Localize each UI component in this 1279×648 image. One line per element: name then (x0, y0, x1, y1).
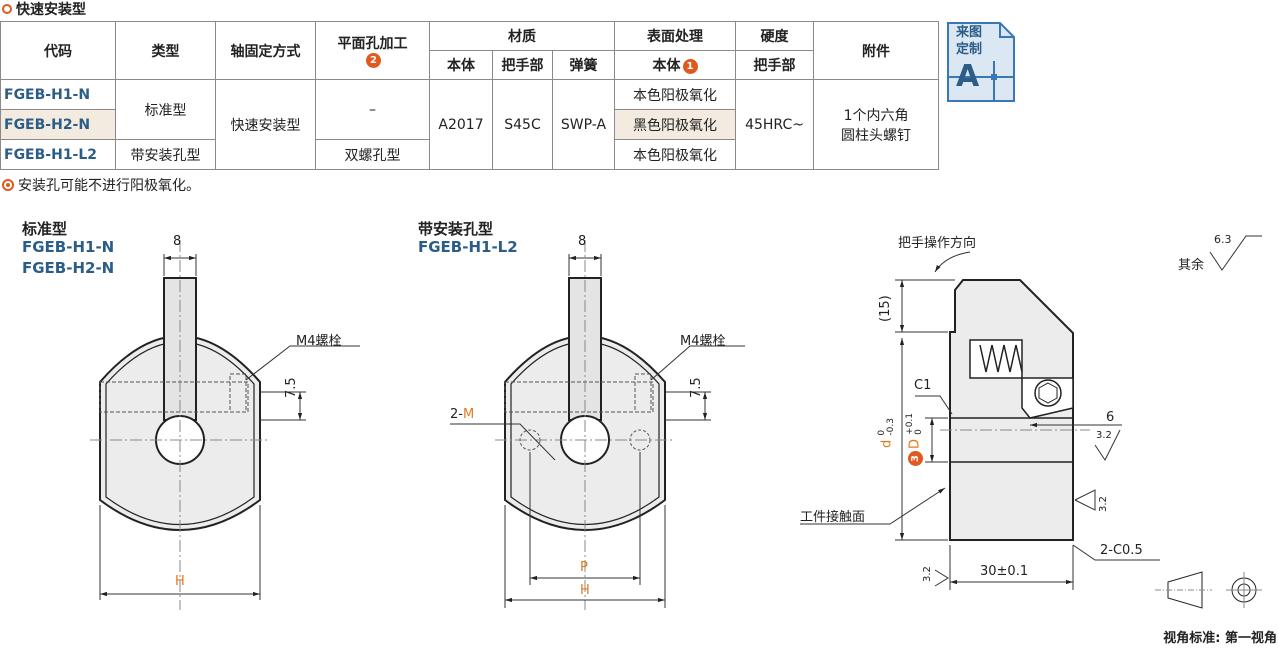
target-bullet-icon (2, 179, 14, 191)
d2-dim-75: 7.5 (689, 377, 704, 398)
d3-c1: C1 (914, 378, 932, 393)
body-material: A2017 (429, 79, 493, 170)
custom-line1: 来图 (956, 25, 983, 40)
custom-drawing-badge[interactable]: 来图 定制 A (946, 21, 1016, 103)
header-code: 代码 (0, 21, 116, 80)
badge-3: 3 (907, 451, 923, 466)
header-surface: 表面处理 (614, 21, 737, 51)
accessory-line2: 圆柱头螺钉 (841, 127, 912, 144)
header-type: 类型 (115, 21, 216, 80)
d1-bolt-label: M4螺栓 (296, 334, 342, 349)
hardness-value: 45HRC~ (735, 79, 815, 170)
handle-material: S45C (492, 79, 553, 170)
d1-dim-8: 8 (173, 234, 182, 249)
header-hardness: 硬度 (735, 21, 815, 51)
drawing2-code1: FGEB-H1-L2 (418, 238, 518, 256)
section-title-text: 快速安装型 (16, 2, 86, 18)
surface-3: 本色阳极氧化 (614, 139, 737, 170)
d2-holes-label: 2-M (450, 407, 474, 422)
drawing1-code2: FGEB-H2-N (22, 259, 115, 277)
first-angle-projection-icon (1155, 571, 1262, 609)
header-hardness-handle: 把手部 (735, 50, 815, 80)
d3-d-label: d 0-0.3 (877, 418, 896, 448)
d2-dim-P: P (580, 560, 588, 575)
d2-dim-H: H (580, 583, 590, 598)
drawing2-body (450, 240, 745, 610)
fix-method: 快速安装型 (215, 79, 316, 170)
spec-table: 代码 类型 轴固定方式 平面孔加工 2 材质 表面处理 硬度 附件 本体 把手部… (0, 21, 940, 170)
code-h1-n: FGEB-H1-N (0, 79, 116, 110)
section-title: 快速安装型 (2, 0, 86, 18)
type-mount: 带安装孔型 (115, 139, 216, 170)
roughness-symbol-icon (1209, 235, 1262, 271)
d2-holes-M: M (462, 407, 475, 422)
d3-direction: 把手操作方向 (898, 236, 977, 251)
d1-dim-H: H (175, 574, 185, 589)
d3-chamfer: 2-C0.5 (1100, 543, 1143, 558)
d3-dim-15: (15) (878, 295, 893, 322)
note: 安装孔可能不进行阳极氧化。 (2, 175, 200, 195)
ring-bullet-icon (2, 4, 12, 14)
note-text: 安装孔可能不进行阳极氧化。 (18, 178, 200, 194)
header-plane-hole-text: 平面孔加工 (337, 35, 408, 52)
custom-badge-text: 来图 定制 (956, 24, 982, 58)
code-h1-l2: FGEB-H1-L2 (0, 139, 116, 170)
header-plane-hole: 平面孔加工 2 (315, 21, 430, 80)
d3-d-letter: d (879, 439, 895, 448)
view-standard: 视角标准: 第一视角 (1163, 631, 1277, 646)
plane-double: 双螺孔型 (315, 139, 430, 170)
d2-dim-8: 8 (578, 234, 587, 249)
surface-1: 本色阳极氧化 (614, 79, 737, 110)
d2-bolt-label: M4螺栓 (680, 334, 726, 349)
badge-1: 1 (682, 58, 698, 74)
d3-contact: 工件接触面 (800, 510, 866, 525)
d1-dim-75: 7.5 (284, 377, 299, 398)
d3-width: 30±0.1 (980, 564, 1029, 579)
accessory-line1: 1个内六角 (843, 107, 909, 124)
header-surface-body-text: 本体 (652, 58, 681, 74)
d3-D-tol-lower: 0 (914, 429, 924, 435)
header-handle: 把手部 (492, 50, 553, 80)
d3-d-tol-lower: -0.3 (886, 418, 896, 436)
header-accessory: 附件 (813, 21, 940, 80)
plane-dash: – (315, 79, 430, 140)
header-body: 本体 (429, 50, 493, 80)
rest-value: 6.3 (1214, 233, 1232, 246)
spring-material: SWP-A (551, 79, 616, 170)
rest-label: 其余 (1178, 258, 1205, 273)
surface-2: 黑色阳极氧化 (614, 109, 737, 140)
document-icon (947, 22, 1015, 102)
d3-d-tol: 0-0.3 (877, 418, 896, 436)
drawing2-title: 带安装孔型 (418, 220, 494, 238)
d3-rough-2: 3.2 (1098, 496, 1109, 512)
drawing1-body (90, 240, 360, 610)
d3-D-letter: D (907, 438, 923, 449)
header-spring: 弹簧 (551, 50, 616, 80)
badge-2: 2 (366, 53, 381, 68)
drawing1-title: 标准型 (22, 220, 68, 238)
d3-dim-6: 6 (1106, 410, 1115, 425)
d3-rough-3: 3.2 (922, 566, 933, 582)
drawing3-body (800, 251, 1160, 590)
drawing1-code1: FGEB-H1-N (22, 238, 115, 256)
accessory-value: 1个内六角 圆柱头螺钉 (813, 79, 940, 170)
custom-line2: 定制 (956, 42, 983, 57)
custom-letter: A (956, 59, 980, 94)
code-h2-n: FGEB-H2-N (0, 109, 116, 140)
d2-holes-prefix: 2- (450, 407, 463, 422)
d3-rough-1: 3.2 (1096, 430, 1112, 441)
